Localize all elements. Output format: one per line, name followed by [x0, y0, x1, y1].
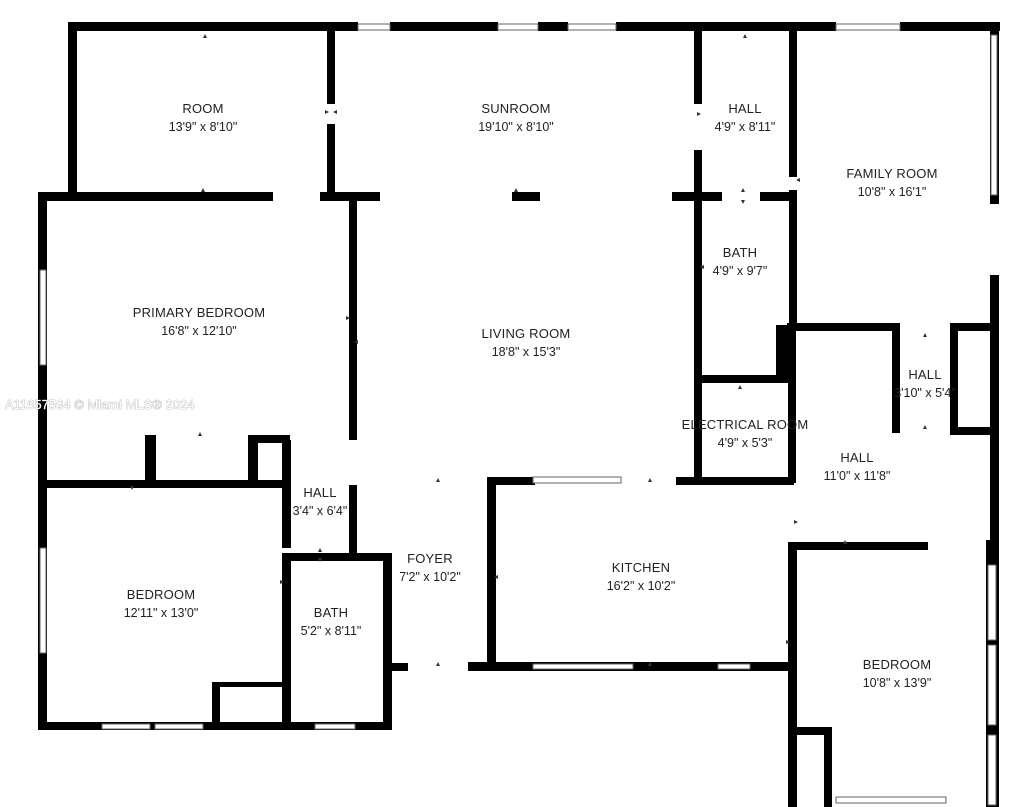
room-dimensions: 12'11" x 13'0": [124, 606, 199, 620]
room-dimensions: 3'4" x 6'4": [293, 504, 348, 518]
room-dimensions: 7'2" x 10'2": [399, 570, 461, 584]
room-dimensions: 10'8" x 13'9": [863, 676, 932, 690]
windows: [39, 23, 998, 806]
room-label: BEDROOM: [127, 587, 196, 602]
room-dimensions: 11'0" x 11'8": [824, 469, 891, 483]
door-markers: [130, 34, 927, 666]
room-label: BATH: [723, 245, 758, 260]
room-dimensions: 4'9" x 5'3": [718, 436, 773, 450]
room-dimensions: 10'8" x 16'1": [858, 185, 927, 199]
room-dimensions: 4'9" x 8'11": [715, 120, 776, 134]
room-label: PRIMARY BEDROOM: [133, 305, 266, 320]
room-label: LIVING ROOM: [482, 326, 571, 341]
room-label: HALL: [840, 450, 873, 465]
room-dimensions: 16'8" x 12'10": [161, 324, 237, 338]
walls: [38, 22, 1000, 807]
room-label: SUNROOM: [481, 101, 550, 116]
room-dimensions: 19'10" x 8'10": [478, 120, 554, 134]
room-label: ROOM: [182, 101, 223, 116]
room-label: HALL: [303, 485, 336, 500]
room-dimensions: 16'2" x 10'2": [607, 579, 676, 593]
room-dimensions: 4'9" x 9'7": [713, 264, 768, 278]
room-dimensions: 3'10" x 5'4": [894, 386, 956, 400]
room-dimensions: 18'8" x 15'3": [492, 345, 561, 359]
room-label: HALL: [908, 367, 941, 382]
room-labels: ROOM 13'9" x 8'10" SUNROOM 19'10" x 8'10…: [124, 101, 956, 690]
room-dimensions: 5'2" x 8'11": [301, 624, 362, 638]
room-label: HALL: [728, 101, 761, 116]
room-label: BATH: [314, 605, 349, 620]
room-label: FOYER: [407, 551, 453, 566]
room-label: BEDROOM: [863, 657, 932, 672]
watermark: A11657594 © Miami MLS® 2024: [5, 397, 194, 412]
room-label: FAMILY ROOM: [846, 166, 937, 181]
room-label: KITCHEN: [612, 560, 670, 575]
room-label: ELECTRICAL ROOM: [682, 417, 809, 432]
room-dimensions: 13'9" x 8'10": [169, 120, 238, 134]
